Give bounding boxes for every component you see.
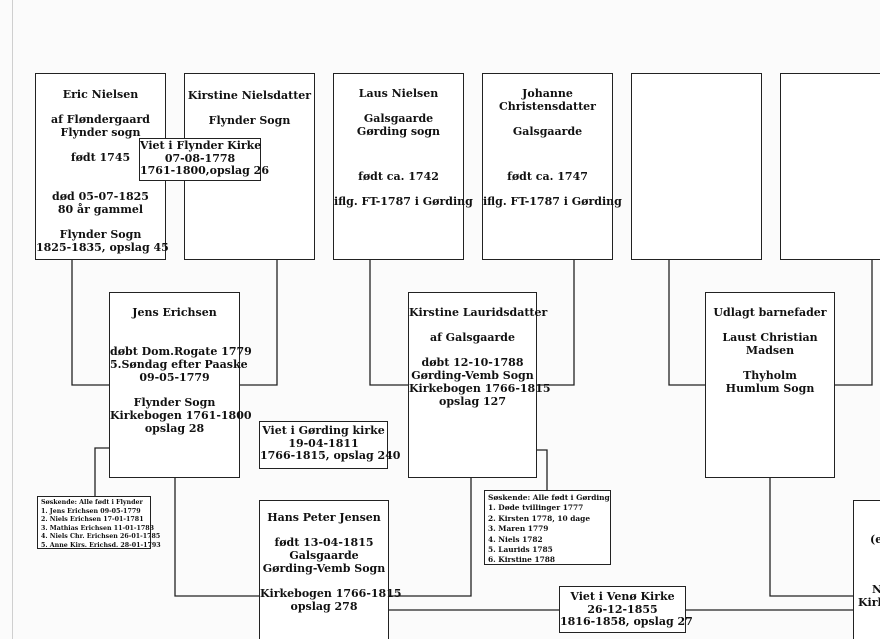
person-line: Flynder sogn [60,126,141,139]
person-line: Kirkebogen 1766-1815 [260,587,402,600]
connector-udlagt [769,478,853,597]
person-line: døbt Dom.Rogate 1779 [110,345,252,358]
person-line: 1825-1835, opslag 45 [36,241,169,254]
person-box-hans-peter-jensen: Hans Peter Jensen født 13-04-1815 Galsga… [259,500,402,639]
person-line: Galsgaarde [512,125,583,138]
person-name: Johanne [522,87,573,100]
person-box-laus-nielsen: Laus Nielsen Galsgaarde Gørding sogn fød… [333,73,473,260]
person-line: Flynder Sogn [208,114,291,127]
sibling-line: 1. Jens Erichsen 09-05-1779 [41,507,141,515]
person-line: (e [870,533,880,546]
marriage-line: 1766-1815, opslag 240 [260,449,401,462]
person-line: Galsgaarde [363,112,434,125]
person-name: Hans Peter Jensen [267,511,381,524]
person-line: Galsgaarde [289,549,359,562]
person-line: Gørding-Vemb Sogn [411,369,534,382]
connector-siblings-flynder [94,447,109,496]
person-name: Eric Nielsen [62,88,139,101]
person-name: Kirstine Nielsdatter [187,89,312,102]
person-line: af Galsgaarde [429,331,515,344]
sibling-line: 2. Niels Erichsen 17-01-1781 [41,516,144,524]
sibling-line: 3. Maren 1779 [488,524,549,534]
connector-kirstine-l [389,478,472,597]
connector-jens [174,478,259,597]
person-line: af Fløndergaard [51,113,150,126]
marriage-line: Viet i Flynder Kirke [140,139,262,152]
connector-empty-2 [835,260,873,386]
person-line: Flynder Sogn [133,396,216,409]
person-box-kirstine-lauridsdatter: Kirstine Lauridsdatter af Galsgaarde døb… [408,292,551,478]
marriage-box-venø: Viet i Venø Kirke 26-12-1855 1816-1858, … [559,586,693,633]
connector-empty-1 [668,260,705,386]
sibling-line: 2. Kirsten 1778, 10 dage [488,513,591,523]
connector-kirstine-n [240,260,278,386]
person-line: Humlum Sogn [725,382,815,395]
marriage-line: 19-04-1811 [288,436,359,450]
person-line: født 1745 [70,151,131,164]
sibling-line: 3. Mathias Erichsen 11-01-1783 [41,524,155,532]
person-line: Kirkebogen 1761-1800 [110,409,252,422]
person-box-empty-1 [631,73,762,260]
person-box-johanne-christensdatter: Johanne Christensdatter Galsgaarde født … [482,73,622,260]
person-line: døbt 12-10-1788 [421,356,524,369]
person-line: 5.Søndag efter Paaske [110,358,248,371]
person-name: Christensdatter [499,100,596,113]
person-name: Kirstine Lauridsdatter [409,306,548,319]
person-name: Udlagt barnefader [713,306,827,319]
sibling-line: 5. Laurids 1785 [488,545,553,555]
marriage-line: 1761-1800,opslag 26 [140,164,269,177]
sibling-line: 1. Døde tvillinger 1777 [488,503,584,513]
person-line: iflg. FT-1787 i Gørding [334,195,473,208]
marriage-line: Viet i Gørding kirke [262,424,385,437]
person-line: Madsen [745,344,795,357]
person-name: Laus Nielsen [358,87,439,100]
marriage-box-flynder: Viet i Flynder Kirke 07-08-1778 1761-180… [139,138,269,181]
person-line: 09-05-1779 [139,371,210,384]
person-line: iflg. FT-1787 i Gørding [483,195,622,208]
connector-eric [71,260,109,386]
sibling-line: 4. Niels Chr. Erichsen 26-01-1785 [41,533,161,541]
person-line: opslag 28 [144,422,205,435]
person-line: Laust Christian [722,331,818,344]
sibling-line: Søskende: Alle født i Flynder [41,499,143,506]
person-line: Gørding-Vemb Sogn [262,562,386,575]
connector-johanne [537,260,575,386]
person-box-udlagt-barnefader: Udlagt barnefader Laust Christian Madsen… [705,292,835,478]
person-name: Jens Erichsen [132,306,217,319]
person-box-partial-right: (e f N Kirk [853,500,880,639]
person-line: opslag 278 [290,600,358,613]
marriage-line: 26-12-1855 [587,602,658,616]
connector-laus [369,260,408,386]
person-line: Gørding sogn [356,125,441,138]
sibling-line: 5. Anne Kirs. Erichsd. 28-01-1793 [41,541,161,549]
sibling-line: 4. Niels 1782 [488,534,543,544]
siblings-box-gording: Søskende: Alle født i Gørding 1. Døde tv… [484,490,611,565]
person-line: f [858,558,880,571]
person-line: født 13-04-1815 [274,536,374,549]
connector-siblings-gording [537,449,548,490]
person-box-empty-2 [780,73,880,260]
sibling-line: 6. Kirstine 1788 [488,555,556,565]
person-line: Kirk [858,596,880,609]
siblings-box-flynder: Søskende: Alle født i Flynder 1. Jens Er… [37,496,161,549]
page-margin-line [12,0,13,639]
person-line: N [872,583,880,596]
person-line: 80 år gammel [57,203,144,216]
person-line: Thyholm [743,369,797,382]
person-line: Flynder Sogn [59,228,142,241]
person-line: død 05-07-1825 [52,190,149,203]
marriage-line: Viet i Venø Kirke [570,590,675,603]
marriage-box-gording: Viet i Gørding kirke 19-04-1811 1766-181… [259,421,401,469]
person-box-eric-nielsen: Eric Nielsen af Fløndergaard Flynder sog… [35,73,169,260]
person-line: født ca. 1747 [507,170,588,183]
sibling-line: Søskende: Alle født i Gørding [488,493,610,502]
person-line: Kirkebogen 1766-1815 [409,382,551,395]
marriage-line: 07-08-1778 [164,151,236,165]
person-line: opslag 127 [438,395,506,408]
person-box-jens-erichsen: Jens Erichsen døbt Dom.Rogate 1779 5.Søn… [109,292,252,478]
marriage-line: 1816-1858, opslag 27 [560,615,693,628]
person-line: født ca. 1742 [358,170,439,183]
